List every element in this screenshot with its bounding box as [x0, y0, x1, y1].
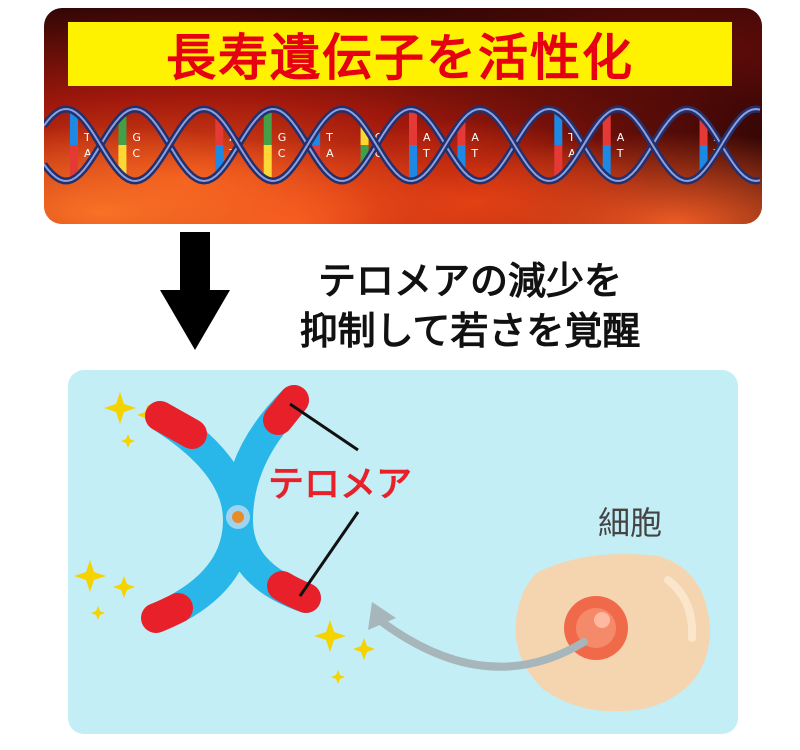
base-pair: GC [118, 114, 141, 176]
base-letter: A [326, 147, 334, 160]
telomere-illustration: テロメア 細胞 [74, 385, 710, 712]
chromosome [141, 385, 321, 633]
caption-line-1: テロメアの減少を [317, 259, 622, 303]
down-arrow-icon [160, 232, 230, 350]
sparkle-icon [314, 620, 375, 684]
base-letter: T [83, 131, 91, 144]
dna-strands [44, 105, 761, 185]
base-letter: A [568, 147, 576, 160]
base-letter: A [617, 131, 625, 144]
telomere-label: テロメア [268, 464, 412, 505]
base-pair: AT [602, 113, 625, 177]
illustration-panel: テロメア 細胞 [68, 370, 738, 734]
title-band: 長寿遺伝子を活性化 [68, 22, 732, 87]
base-pair: GC [263, 110, 287, 180]
base-letter: T [470, 147, 478, 160]
pointer-line [298, 511, 360, 597]
page-title: 長寿遺伝子を活性化 [166, 29, 634, 87]
base-pair: TA [554, 112, 576, 178]
base-pair: TA [70, 111, 92, 179]
cell [515, 554, 710, 712]
base-letter: C [278, 147, 286, 160]
caption-line-2: 抑制して若さを覚醒 [299, 309, 641, 353]
telomere-cap [263, 385, 309, 435]
curved-arrow-icon [368, 602, 588, 671]
base-letter: C [132, 147, 140, 160]
cell-label: 細胞 [598, 504, 662, 542]
base-letter: T [567, 131, 575, 144]
telomere-cap [145, 401, 207, 449]
base-pair: AT [409, 109, 431, 181]
telomere-cap [141, 593, 193, 633]
base-pair: TA [312, 131, 334, 160]
sparkle-icon [74, 560, 135, 620]
base-letter: T [422, 147, 430, 160]
base-letter: A [423, 131, 431, 144]
base-letter: G [132, 131, 141, 144]
telomere-cap [267, 571, 321, 613]
base-letter: T [325, 131, 333, 144]
base-pair: AT [457, 121, 479, 169]
base-letter: A [84, 147, 92, 160]
base-letter: T [616, 147, 624, 160]
base-letter: G [278, 131, 287, 144]
base-letter: A [471, 131, 479, 144]
pointer-line [289, 402, 359, 452]
